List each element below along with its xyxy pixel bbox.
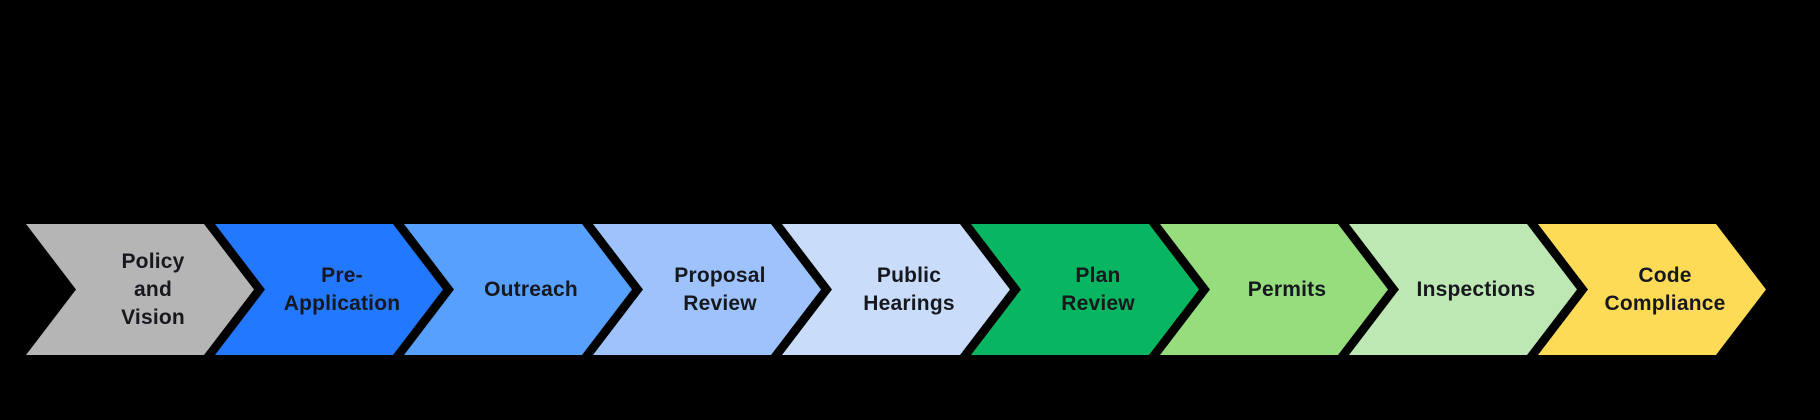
stage-chevron-policy-and-vision: Policy and Vision xyxy=(26,224,254,355)
stage-label-policy-and-vision: Policy and Vision xyxy=(121,249,185,329)
stage-label-proposal-review: Proposal Review xyxy=(674,263,766,315)
stage-label-code-compliance: Code Compliance xyxy=(1604,263,1726,315)
stage-chevron-inspections: Inspections xyxy=(1349,224,1577,355)
stage-label-outreach: Outreach xyxy=(484,277,578,301)
stage-label-public-hearings: Public Hearings xyxy=(863,263,955,315)
stage-label-pre-application: Pre- Application xyxy=(283,263,401,315)
stage-label-inspections: Inspections xyxy=(1416,277,1536,301)
stage-label-permits: Permits xyxy=(1247,277,1327,301)
stage-label-plan-review: Plan Review xyxy=(1061,263,1135,315)
